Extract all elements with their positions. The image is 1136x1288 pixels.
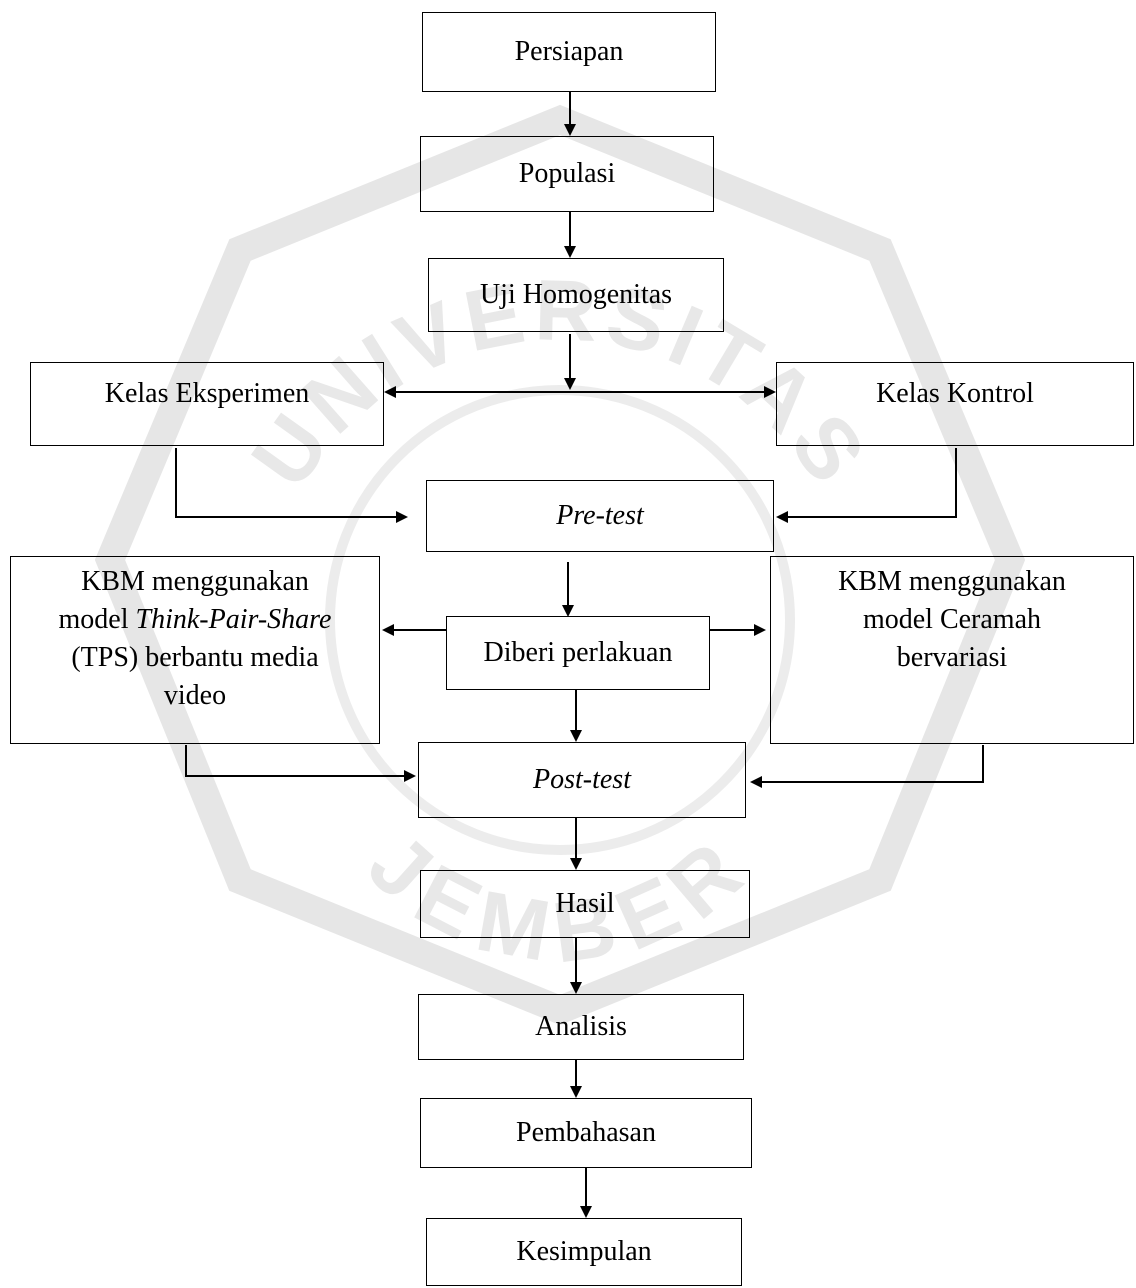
kbm-tps-line-2-prefix: model <box>58 604 136 635</box>
node-pre-test-label: Pre-test <box>556 500 644 531</box>
node-diberi-perlakuan: Diberi perlakuan <box>446 616 710 690</box>
connector-tps-posttest <box>185 745 416 782</box>
node-uji-homogenitas-label: Uji Homogenitas <box>479 279 673 310</box>
kbm-tps-line-3: (TPS) berbantu media <box>71 642 319 673</box>
node-pembahasan-label: Pembahasan <box>516 1117 656 1148</box>
node-diberi-perlakuan-label: Diberi perlakuan <box>483 637 673 668</box>
node-post-test: Post-test <box>418 742 746 818</box>
node-persiapan: Persiapan <box>422 12 716 92</box>
node-analisis-label: Analisis <box>535 1011 627 1042</box>
kbm-ceramah-line-1: KBM menggunakan <box>838 566 1066 597</box>
node-analisis: Analisis <box>418 994 744 1060</box>
connector-ceramah-posttest <box>750 745 984 788</box>
kbm-ceramah-line-3: bervariasi <box>896 642 1008 673</box>
node-uji-homogenitas: Uji Homogenitas <box>428 258 724 332</box>
kbm-tps-line-2: model Think-Pair-Share <box>59 601 332 639</box>
node-kbm-tps: KBM menggunakan model Think-Pair-Share (… <box>10 556 380 744</box>
seal-inner-ring <box>325 385 795 855</box>
node-persiapan-label: Persiapan <box>514 36 624 67</box>
node-kelas-kontrol: Kelas Kontrol <box>776 362 1134 446</box>
node-kesimpulan: Kesimpulan <box>426 1218 742 1286</box>
kbm-ceramah-line-2: model Ceramah <box>862 604 1042 635</box>
node-hasil: Hasil <box>420 870 750 938</box>
node-pembahasan: Pembahasan <box>420 1098 752 1168</box>
node-kelas-eksperimen: Kelas Eksperimen <box>30 362 384 446</box>
node-populasi: Populasi <box>420 136 714 212</box>
seal-outer-border <box>94 104 1026 1026</box>
node-kelas-kontrol-label: Kelas Kontrol <box>876 378 1034 409</box>
node-kbm-ceramah: KBM menggunakan model Ceramah bervariasi <box>770 556 1134 744</box>
node-kesimpulan-label: Kesimpulan <box>516 1236 652 1267</box>
node-kelas-eksperimen-label: Kelas Eksperimen <box>104 378 310 409</box>
connector-kontrol-pretest <box>776 448 957 523</box>
node-post-test-label: Post-test <box>533 764 631 795</box>
node-pre-test: Pre-test <box>426 480 774 552</box>
kbm-tps-line-1: KBM menggunakan <box>81 566 309 597</box>
kbm-tps-line-2-italic: Think-Pair-Share <box>135 604 332 635</box>
node-populasi-label: Populasi <box>518 158 616 189</box>
node-hasil-label: Hasil <box>555 888 615 919</box>
kbm-tps-line-4: video <box>163 680 227 711</box>
connector-eksperimen-pretest <box>175 448 408 523</box>
